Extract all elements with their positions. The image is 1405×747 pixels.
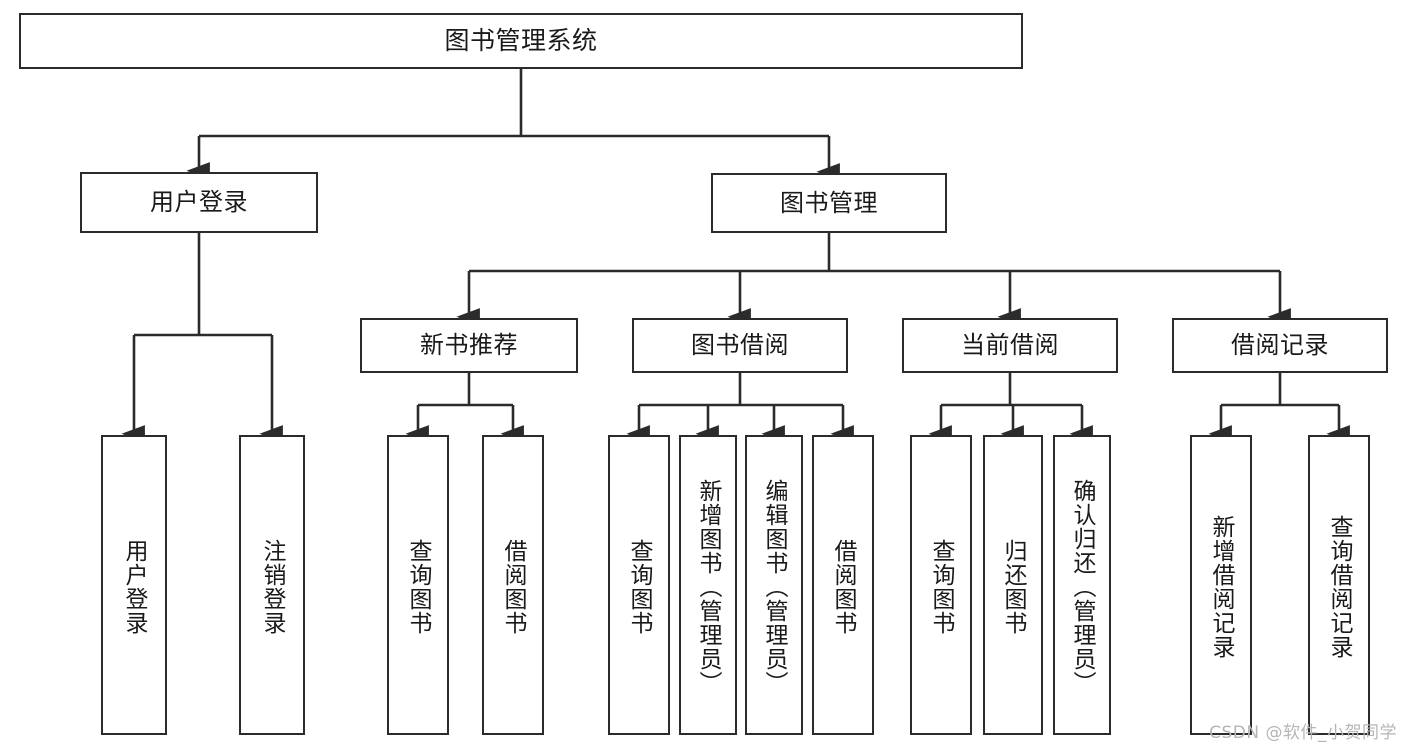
leaf-current-query-book-label: 查询图书	[928, 539, 955, 635]
leaf-current-return-book-label: 归还图书	[1000, 539, 1027, 635]
leaf-recommend-query-book[interactable]: 查询图书	[387, 435, 449, 735]
leaf-recommend-borrow-book-label: 借阅图书	[500, 539, 527, 635]
leaf-record-query-record[interactable]: 查询借阅记录	[1308, 435, 1370, 735]
connector-group	[121, 69, 1350, 444]
leaf-current-confirm-return-admin-label: 确认归还（管理员）	[1069, 479, 1096, 695]
csdn-watermark: CSDN @软件_小贺同学	[1209, 723, 1397, 743]
leaf-borrow-query-book-label: 查询图书	[626, 539, 653, 635]
node-current-borrow[interactable]: 当前借阅	[902, 318, 1118, 373]
leaf-current-query-book[interactable]: 查询图书	[910, 435, 972, 735]
leaf-record-add-record-label: 新增借阅记录	[1208, 515, 1235, 659]
leaf-borrow-edit-book-admin-label: 编辑图书（管理员）	[761, 479, 788, 695]
node-user-login-label: 用户登录	[150, 188, 248, 217]
leaf-user-login-label: 用户登录	[121, 539, 148, 635]
leaf-borrow-add-book-admin-label: 新增图书（管理员）	[695, 479, 722, 695]
leaf-recommend-borrow-book[interactable]: 借阅图书	[482, 435, 544, 735]
leaf-borrow-borrow-book-label: 借阅图书	[830, 539, 857, 635]
node-book-management-label: 图书管理	[780, 188, 878, 217]
node-borrow-record[interactable]: 借阅记录	[1172, 318, 1388, 373]
node-book-borrow-label: 图书借阅	[691, 331, 789, 360]
leaf-user-login[interactable]: 用户登录	[101, 435, 167, 735]
leaf-borrow-borrow-book[interactable]: 借阅图书	[812, 435, 874, 735]
node-book-borrow[interactable]: 图书借阅	[632, 318, 848, 373]
leaf-borrow-edit-book-admin[interactable]: 编辑图书（管理员）	[745, 435, 803, 735]
leaf-record-query-record-label: 查询借阅记录	[1326, 515, 1353, 659]
leaf-borrow-add-book-admin[interactable]: 新增图书（管理员）	[679, 435, 737, 735]
leaf-current-return-book[interactable]: 归还图书	[983, 435, 1043, 735]
leaf-record-add-record[interactable]: 新增借阅记录	[1190, 435, 1252, 735]
leaf-user-logout[interactable]: 注销登录	[239, 435, 305, 735]
node-current-borrow-label: 当前借阅	[961, 331, 1059, 360]
leaf-borrow-query-book[interactable]: 查询图书	[608, 435, 670, 735]
node-root[interactable]: 图书管理系统	[19, 13, 1023, 69]
leaf-user-logout-label: 注销登录	[259, 539, 286, 635]
node-new-book-recommend[interactable]: 新书推荐	[360, 318, 578, 373]
node-borrow-record-label: 借阅记录	[1231, 331, 1329, 360]
leaf-current-confirm-return-admin[interactable]: 确认归还（管理员）	[1053, 435, 1111, 735]
node-root-label: 图书管理系统	[444, 26, 598, 56]
node-new-book-recommend-label: 新书推荐	[420, 331, 518, 360]
node-book-management[interactable]: 图书管理	[711, 173, 947, 233]
node-user-login[interactable]: 用户登录	[80, 172, 318, 233]
leaf-recommend-query-book-label: 查询图书	[405, 539, 432, 635]
